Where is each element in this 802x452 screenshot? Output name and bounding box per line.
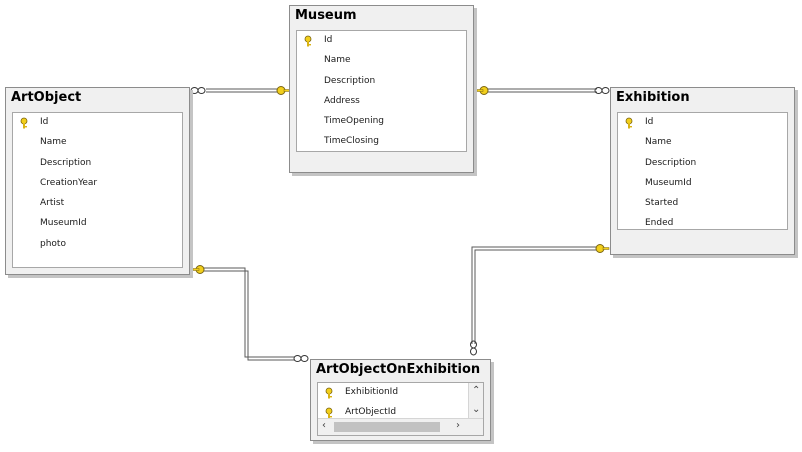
column-row[interactable]: Description <box>13 154 182 174</box>
chevron-down-icon[interactable]: ⌄ <box>472 404 481 415</box>
table-museum[interactable]: Museum Id Name Description Address TimeO… <box>289 5 474 173</box>
chevron-right-icon[interactable]: › <box>456 420 460 431</box>
column-name: Name <box>645 137 672 148</box>
infinity-icon <box>190 87 206 94</box>
column-row[interactable]: Name <box>13 133 182 153</box>
table-artobjectonexhibition[interactable]: ArtObjectOnExhibition ExhibitionId ArtOb… <box>310 359 491 441</box>
column-name: Artist <box>40 198 65 209</box>
table-title: Museum <box>295 8 357 23</box>
column-list: Id Name Description CreationYear Artist … <box>12 112 183 268</box>
column-row[interactable]: Started <box>618 194 787 214</box>
column-row[interactable]: MuseumId <box>618 174 787 194</box>
key-icon <box>20 117 28 129</box>
column-list: Id Name Description Address TimeOpening … <box>296 30 467 152</box>
column-list: ExhibitionId ArtObjectId ⌃ ⌄ ‹ › <box>317 382 484 436</box>
column-name: Id <box>645 117 654 127</box>
chevron-left-icon[interactable]: ‹ <box>322 420 326 431</box>
table-title: Exhibition <box>616 90 690 105</box>
column-row[interactable]: Description <box>297 72 466 92</box>
column-name: Name <box>40 137 67 148</box>
scrollbar-thumb[interactable] <box>334 422 440 432</box>
column-name: Description <box>40 157 92 168</box>
column-row[interactable]: Id <box>297 31 466 52</box>
key-icon <box>325 387 333 399</box>
column-name: Id <box>324 35 333 45</box>
column-name: MuseumId <box>645 177 692 188</box>
relationship-museum-exhibition <box>487 88 597 93</box>
column-row[interactable]: CreationYear <box>13 174 182 194</box>
column-name: Id <box>40 117 49 127</box>
chevron-up-icon[interactable]: ⌃ <box>472 385 481 396</box>
column-row[interactable]: Ended <box>618 214 787 229</box>
table-exhibition[interactable]: Exhibition Id Name Description MuseumId … <box>610 87 795 255</box>
infinity-icon <box>594 87 610 94</box>
key-icon <box>304 35 312 47</box>
column-row[interactable]: Address <box>297 92 466 112</box>
column-name: Started <box>645 198 679 209</box>
column-row[interactable]: ExhibitionId <box>318 383 483 404</box>
key-icon <box>476 86 489 95</box>
vertical-scrollbar[interactable]: ⌃ ⌄ <box>468 383 483 419</box>
column-name: Address <box>324 95 360 106</box>
relationship-artobject-artobjectonexhibition <box>203 267 295 361</box>
table-artobject[interactable]: ArtObject Id Name Description CreationYe… <box>5 87 190 275</box>
key-icon <box>325 407 333 419</box>
column-row[interactable]: Name <box>618 133 787 153</box>
column-row[interactable]: TimeOpening <box>297 112 466 132</box>
column-row[interactable]: ArtObjectId <box>318 403 483 423</box>
horizontal-scrollbar[interactable]: ‹ › <box>318 418 483 435</box>
column-row[interactable]: photo <box>13 235 182 255</box>
column-row[interactable]: Id <box>618 113 787 134</box>
column-row[interactable]: Artist <box>13 194 182 214</box>
column-name: photo <box>40 238 66 249</box>
key-icon <box>192 265 205 274</box>
column-row[interactable]: Id <box>13 113 182 134</box>
key-icon <box>276 86 291 95</box>
infinity-icon <box>293 355 309 362</box>
table-title: ArtObject <box>11 90 82 105</box>
column-name: TimeClosing <box>324 136 379 147</box>
column-name: MuseumId <box>40 218 87 229</box>
column-name: Description <box>645 157 697 168</box>
table-title: ArtObjectOnExhibition <box>316 362 481 377</box>
column-name: Description <box>324 75 376 86</box>
column-row[interactable]: Name <box>297 51 466 71</box>
column-name: TimeOpening <box>324 116 384 127</box>
column-list: Id Name Description MuseumId Started End… <box>617 112 788 230</box>
key-icon <box>625 117 633 129</box>
relationship-exhibition-artobjectonexhibition <box>471 246 596 344</box>
column-name: ExhibitionId <box>345 387 399 397</box>
column-name: Name <box>324 55 351 66</box>
key-icon <box>595 244 610 253</box>
column-name: ArtObjectId <box>345 407 397 418</box>
column-row[interactable]: MuseumId <box>13 214 182 234</box>
column-row[interactable]: TimeClosing <box>297 132 466 151</box>
column-row[interactable]: Description <box>618 154 787 174</box>
relationship-museum-artobject <box>206 88 282 93</box>
infinity-icon <box>470 340 477 356</box>
column-name: CreationYear <box>40 177 98 188</box>
column-name: Ended <box>645 218 674 229</box>
